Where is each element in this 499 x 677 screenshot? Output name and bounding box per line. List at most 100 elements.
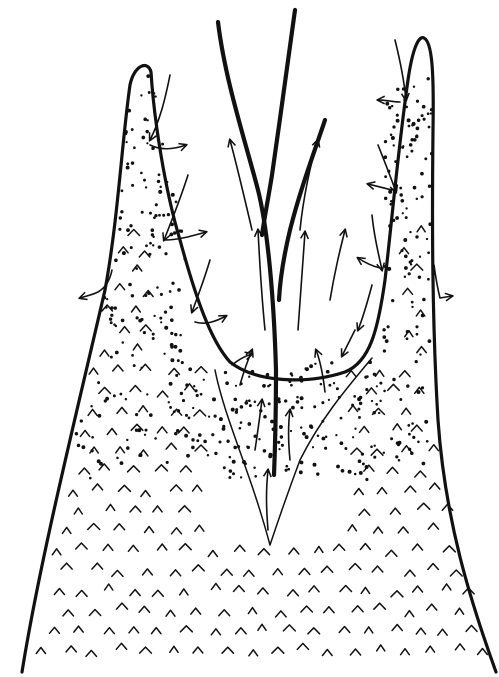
stipple-dot — [164, 310, 167, 313]
stipple-dot — [146, 142, 148, 144]
chevron-mark — [74, 508, 82, 514]
stipple-dot — [270, 420, 274, 424]
stipple-dot — [296, 396, 299, 399]
stipple-dot — [200, 393, 203, 396]
chevron-mark — [86, 650, 97, 656]
chevron-mark — [272, 647, 284, 653]
stipple-dot — [299, 376, 303, 380]
chevron-mark — [455, 644, 464, 650]
chevron-mark — [193, 565, 205, 571]
stipple-dot — [416, 333, 419, 336]
stipple-dot — [188, 367, 192, 371]
stipple-dot — [365, 478, 368, 481]
chevron-mark — [244, 570, 254, 576]
stipple-dot — [427, 251, 430, 254]
chevron-mark — [211, 583, 220, 589]
stipple-dot — [146, 393, 148, 395]
chevron-mark — [128, 545, 138, 551]
stipple-dot — [396, 114, 399, 117]
stipple-dot — [419, 353, 421, 355]
chevron-mark — [170, 646, 178, 652]
stipple-dot — [119, 393, 122, 396]
chevron-mark — [299, 568, 310, 574]
stipple-dot — [246, 400, 248, 402]
chevron-mark — [119, 485, 131, 491]
stipple-dot — [143, 179, 146, 182]
chevron-mark — [334, 544, 345, 550]
stipple-dot — [296, 400, 300, 404]
stipple-dot — [415, 325, 418, 328]
stipple-dot — [170, 223, 174, 227]
stipple-dot — [368, 360, 372, 364]
chevron-mark — [258, 549, 269, 555]
stipple-dot — [180, 230, 183, 233]
stipple-dot — [404, 254, 408, 258]
stipple-dot — [399, 398, 402, 401]
stipple-dot — [114, 306, 117, 309]
stipple-dot — [328, 399, 330, 401]
stipple-dot — [314, 363, 316, 365]
stipple-dot — [426, 238, 428, 240]
chevron-mark — [428, 523, 438, 529]
chevron-mark — [375, 370, 383, 376]
chevron-mark — [195, 445, 207, 451]
stipple-dot — [422, 462, 426, 466]
stipple-dot — [278, 400, 281, 403]
stipple-dot — [320, 383, 323, 386]
chevron-mark — [415, 471, 426, 477]
stipple-dot — [391, 299, 394, 302]
stipple-dot — [328, 384, 331, 387]
stipple-dot — [247, 422, 251, 426]
stipple-dot — [262, 384, 266, 388]
stipple-dot — [144, 434, 146, 436]
stipple-dot — [302, 432, 306, 436]
stipple-dot — [118, 228, 121, 231]
chevron-mark — [417, 226, 425, 232]
chevron-mark — [79, 468, 90, 474]
stipple-dot — [336, 387, 339, 390]
chevron-mark — [128, 466, 140, 472]
stipple-dot — [358, 416, 361, 419]
stipple-dot — [131, 184, 134, 187]
stipple-dot — [248, 376, 250, 378]
stipple-dot — [103, 296, 106, 299]
chevron-mark — [89, 368, 98, 374]
stipple-dot — [214, 452, 217, 455]
stipple-dot — [267, 385, 270, 388]
chevron-mark — [222, 647, 233, 653]
stipple-dot — [392, 378, 395, 381]
chevron-mark — [89, 610, 100, 616]
stipple-dot — [424, 157, 427, 160]
chevron-mark — [62, 527, 71, 533]
chevron-mark — [69, 490, 78, 496]
stipple-dot — [391, 105, 393, 107]
stipple-dot — [411, 422, 414, 425]
chevron-mark — [166, 610, 175, 616]
stipple-dot — [269, 453, 273, 457]
chevron-mark — [426, 646, 435, 652]
chevron-mark — [308, 628, 320, 634]
stipple-dot — [335, 373, 338, 376]
stipple-dot — [379, 382, 382, 385]
stipple-dot — [390, 134, 393, 137]
stipple-dot — [413, 86, 415, 88]
stipple-dot — [427, 112, 430, 115]
stipple-dot — [175, 374, 178, 377]
stipple-dot — [110, 321, 113, 324]
stipple-dot — [151, 233, 154, 236]
stipple-dot — [163, 353, 165, 355]
stipple-dot — [159, 317, 162, 320]
stipple-dot — [140, 94, 142, 96]
chevron-mark — [219, 610, 230, 616]
stipple-dot — [396, 163, 398, 165]
chevron-mark — [158, 544, 167, 550]
chevron-mark — [429, 445, 438, 451]
stipple-dot — [160, 321, 162, 323]
stipple-dot — [143, 331, 146, 334]
stipple-dot — [405, 207, 407, 209]
stipple-dot — [222, 427, 226, 431]
chevron-mark — [179, 506, 191, 512]
chevron-mark — [117, 603, 128, 609]
stipple-dot — [126, 446, 130, 450]
stipple-dot — [317, 434, 320, 437]
